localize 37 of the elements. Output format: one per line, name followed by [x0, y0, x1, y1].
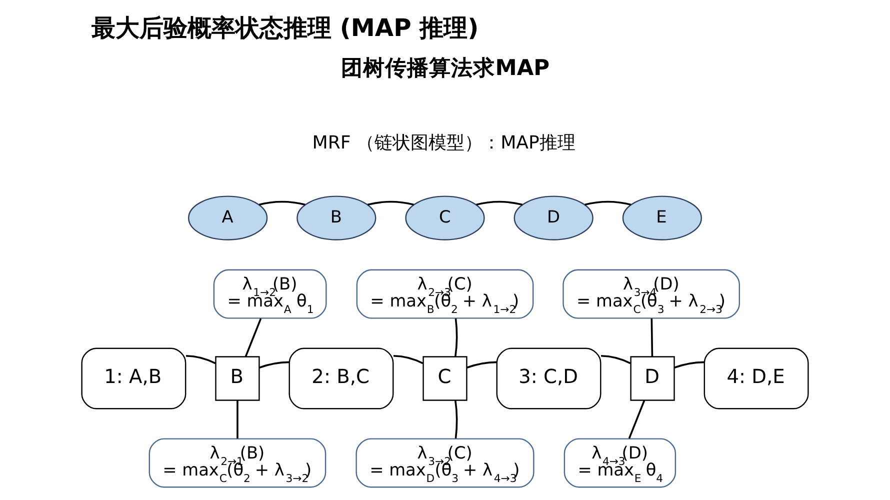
label: 团树传播算法求MAP — [341, 56, 550, 81]
node-box: C — [422, 356, 468, 401]
connector — [394, 354, 424, 364]
node-box: B — [215, 356, 260, 401]
connector — [454, 400, 458, 439]
node-ellipse: E — [622, 196, 702, 240]
node-box: 1: A,B — [81, 348, 186, 410]
connector — [454, 318, 458, 357]
connector — [244, 318, 262, 357]
node-box: 4: D,E — [704, 348, 809, 410]
node-box: 3: C,D — [496, 348, 602, 410]
diagram-title: 最大后验概率状态推理 (MAP 推理) — [91, 14, 479, 42]
connector — [674, 361, 704, 368]
node-box: λ$_{2→3}$(C) = max$_{B}$(θ$_{2}$ + λ$_{1→2}$) — [356, 269, 534, 319]
node-ellipse: D — [514, 196, 594, 240]
connector — [259, 361, 290, 368]
node-ellipse: B — [296, 196, 376, 240]
node-box: λ$_{3→4}$(D) = max$_{C}$(θ$_{3}$ + λ$_{2→3}$) — [562, 269, 740, 319]
connector — [259, 200, 306, 206]
connector — [368, 200, 414, 206]
connector — [186, 354, 216, 364]
node-ellipse: A — [188, 196, 268, 240]
connector — [628, 400, 646, 439]
connector — [601, 354, 631, 364]
connector — [584, 200, 632, 206]
node-box: 2: B,C — [288, 348, 394, 410]
node-ellipse: C — [405, 196, 485, 240]
node-box: D — [630, 356, 675, 401]
node-box: λ$_{3→2}$(C) = max$_{D}$(θ$_{3}$ + λ$_{4→3}$) — [356, 438, 534, 488]
label: MRF （链状图模型）：MAP推理 — [312, 132, 576, 154]
node-box: λ$_{4→3}$(D) = max$_{E}$ θ$_{4}$ — [564, 438, 676, 488]
connector — [476, 200, 522, 206]
node-box: λ$_{1→2}$(B) = max$_{A}$ θ$_{1}$ — [213, 269, 327, 319]
connector — [650, 318, 654, 356]
node-box: λ$_{2→1}$(B) = max$_{C}$(θ$_{2}$ + λ$_{3→2}$) — [148, 438, 326, 488]
connector — [236, 400, 238, 438]
connector — [466, 361, 497, 368]
